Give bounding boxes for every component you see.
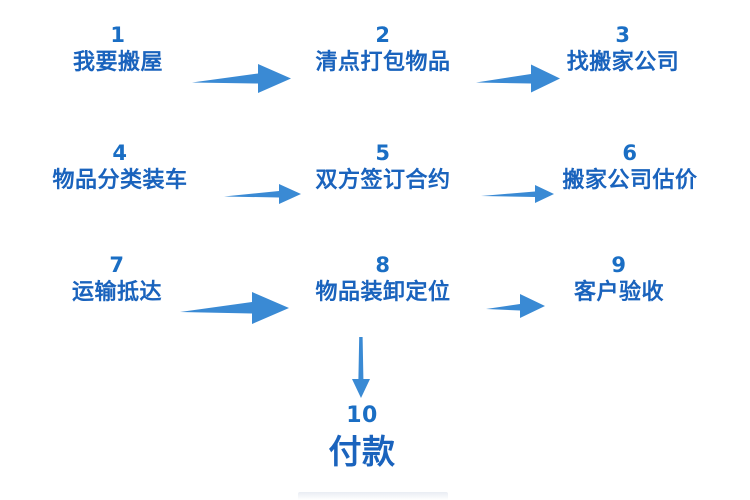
step-label: 找搬家公司 <box>566 50 680 75</box>
step-node-1[interactable]: 1 我要搬屋 <box>73 22 163 78</box>
bottom-edge-artifact <box>298 492 448 500</box>
step-number: 6 <box>622 141 638 165</box>
step-label: 物品分类装车 <box>52 168 188 193</box>
step-node-5[interactable]: 5 双方签订合约 <box>315 140 450 196</box>
arrow-7-to-8-icon <box>180 290 290 326</box>
step-number: 10 <box>346 403 378 428</box>
step-node-2[interactable]: 2 清点打包物品 <box>315 22 450 78</box>
step-node-9[interactable]: 9 客户验收 <box>574 252 664 308</box>
step-node-10[interactable]: 10 付款 <box>329 402 396 474</box>
step-label: 物品装卸定位 <box>315 280 451 305</box>
step-number: 1 <box>110 23 126 47</box>
step-label: 客户验收 <box>573 280 665 305</box>
arrow-5-to-6-icon <box>481 183 555 205</box>
step-number: 7 <box>109 253 125 277</box>
step-label: 双方签订合约 <box>315 168 451 193</box>
arrow-8-to-9-icon <box>486 292 546 320</box>
step-number: 4 <box>112 141 128 165</box>
step-node-8[interactable]: 8 物品装卸定位 <box>315 252 450 308</box>
step-label: 清点打包物品 <box>315 50 451 75</box>
step-label: 付款 <box>328 432 396 471</box>
arrow-1-to-2-icon <box>192 62 292 96</box>
step-label: 搬家公司估价 <box>562 168 698 193</box>
step-node-6[interactable]: 6 搬家公司估价 <box>562 140 697 196</box>
step-number: 8 <box>375 253 391 277</box>
step-number: 9 <box>611 253 627 277</box>
step-number: 2 <box>375 23 391 47</box>
arrow-2-to-3-icon <box>476 62 561 96</box>
step-node-3[interactable]: 3 找搬家公司 <box>567 22 680 78</box>
step-number: 5 <box>375 141 391 165</box>
step-node-7[interactable]: 7 运输抵达 <box>72 252 162 308</box>
step-label: 我要搬屋 <box>72 50 164 75</box>
step-number: 3 <box>615 23 631 47</box>
step-node-4[interactable]: 4 物品分类装车 <box>52 140 187 196</box>
step-label: 运输抵达 <box>71 280 163 305</box>
arrow-4-to-5-icon <box>224 182 302 206</box>
arrow-8-to-10-icon <box>348 337 374 399</box>
